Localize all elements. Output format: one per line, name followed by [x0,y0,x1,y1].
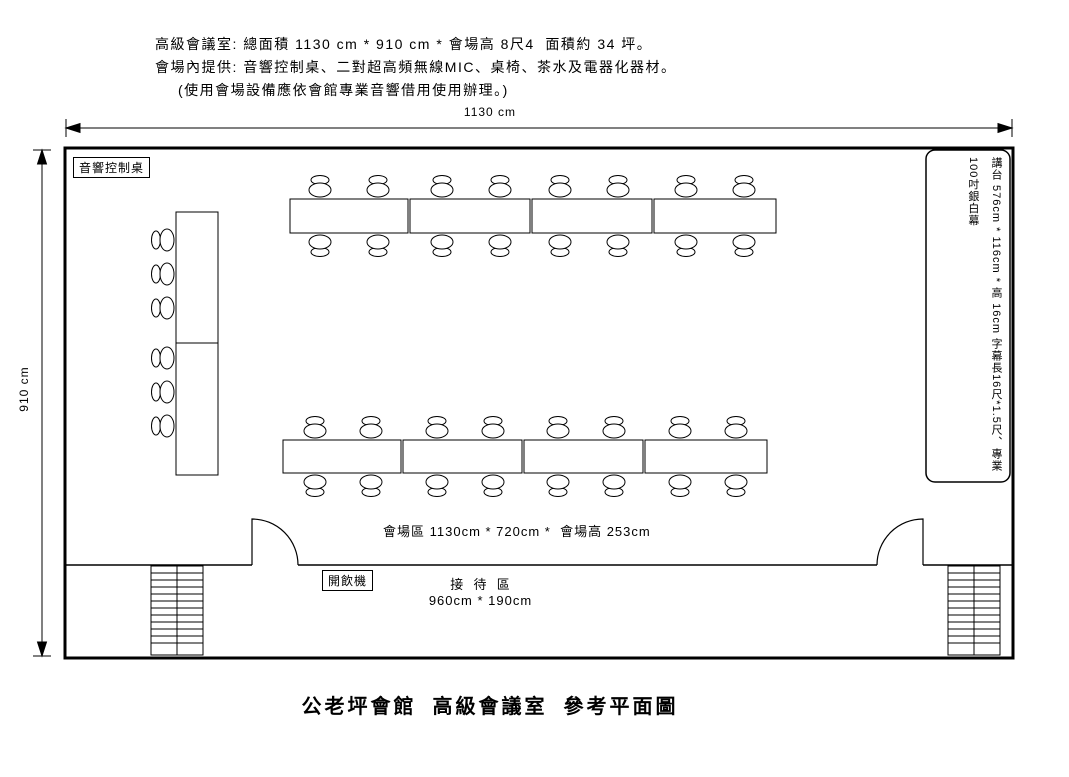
door-right [876,518,924,566]
chair-icon [430,234,454,257]
page-title: 公老坪會館 高級會議室 參考平面圖 [301,696,679,718]
height-dimension-line [33,148,51,658]
chair-icon [303,416,327,439]
table [653,198,777,234]
chair-icon [546,474,570,497]
chair-icon [151,228,175,252]
header-line-3: (使用會場設備應依會館專業音響借用使用辦理。) [178,82,509,98]
chair-icon [151,346,175,370]
chair-icon [724,416,748,439]
chair-icon [602,474,626,497]
chair-icon [732,175,756,198]
chair-icon [151,414,175,438]
chair-icon [366,234,390,257]
chair-icon [151,296,175,320]
width-dimension-line [64,119,1014,137]
table [282,439,402,474]
chair-icon [668,474,692,497]
height-dimension-label: 910 cm [17,366,31,412]
header-line-1: 高級會議室: 總面積 1130 cm * 910 cm * 會場高 8尺4 面積… [155,36,653,52]
chair-icon [674,234,698,257]
chair-icon [425,416,449,439]
chair-icon [308,175,332,198]
chair-icon [308,234,332,257]
chair-icon [430,175,454,198]
chair-icon [151,262,175,286]
table [523,439,644,474]
chair-icon [732,234,756,257]
chair-icon [602,416,626,439]
chair-icon [481,474,505,497]
chair-icon [606,234,630,257]
chair-icon [481,416,505,439]
table [531,198,653,234]
door-left [251,518,299,566]
hall-area-label: 會場區 1130cm * 720cm * 會場高 253cm [383,524,651,539]
water-dispenser-label: 開飲機 [322,570,374,591]
table [402,439,523,474]
chair-icon [548,175,572,198]
reception-size: 960cm * 190cm [428,593,533,608]
chair-icon [359,416,383,439]
width-dimension-label: 1130 cm [463,105,517,119]
table [409,198,531,234]
chair-icon [151,380,175,404]
chair-icon [674,175,698,198]
table [175,342,219,476]
header-line-2: 會場內提供: 音響控制桌、二對超高頻無線MIC、桌椅、茶水及電器化器材。 [155,59,677,75]
stage [925,149,1011,483]
chair-icon [546,416,570,439]
chair-icon [488,234,512,257]
chair-icon [488,175,512,198]
table [644,439,768,474]
chair-icon [668,416,692,439]
chair-icon [606,175,630,198]
table [289,198,409,234]
chair-icon [724,474,748,497]
chair-icon [359,474,383,497]
room-outline [63,146,1015,660]
stage-label: 講台 576cm * 116cm * 高 16cm 字幕長16尺*1.5尺、專業… [966,157,1002,472]
reception-title: 接 待 區 [450,577,511,592]
chair-icon [548,234,572,257]
chair-icon [366,175,390,198]
chair-icon [303,474,327,497]
table [175,211,219,344]
chair-icon [425,474,449,497]
audio-control-desk-label: 音響控制桌 [73,157,151,178]
